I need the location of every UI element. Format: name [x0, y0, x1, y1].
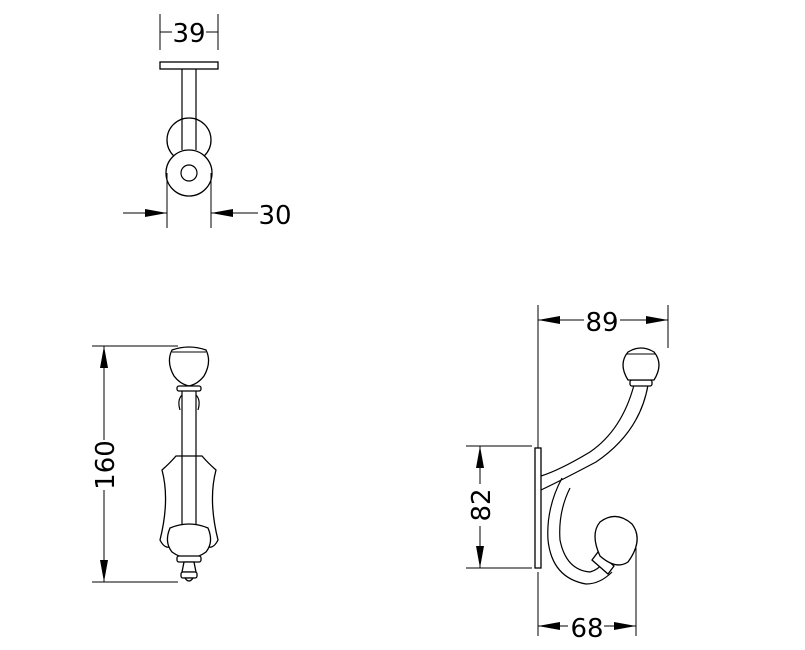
dimension-82-label: 82 — [467, 488, 497, 521]
side-view-upper-arm — [540, 384, 635, 477]
side-view-wall-plate — [534, 447, 542, 569]
dimension-39: 39 — [159, 14, 219, 50]
side-view-lower-knob — [594, 515, 638, 566]
dimension-160-label: 160 — [91, 440, 121, 490]
dimension-30-label: 30 — [258, 201, 291, 231]
side-view: 89 82 — [466, 305, 669, 644]
dimension-160: 160 — [91, 345, 178, 583]
front-view-top-knob — [168, 346, 210, 387]
top-view-plate — [159, 61, 219, 70]
dimension-89-label: 89 — [585, 308, 618, 338]
front-view: 160 — [91, 345, 219, 583]
dimension-39-label: 39 — [172, 19, 205, 49]
top-view-knob-center — [180, 164, 198, 182]
dimension-30: 30 — [123, 173, 292, 231]
dimension-82: 82 — [466, 445, 532, 569]
top-view-knob — [165, 149, 213, 197]
top-view: 39 30 — [123, 14, 292, 231]
side-view-top-knob — [622, 347, 660, 381]
dimension-68-label: 68 — [570, 614, 603, 644]
dimension-68: 68 — [537, 548, 637, 644]
side-view-lower-hook — [547, 477, 613, 585]
dimension-89: 89 — [537, 305, 669, 448]
front-view-lower-knob — [166, 523, 212, 559]
